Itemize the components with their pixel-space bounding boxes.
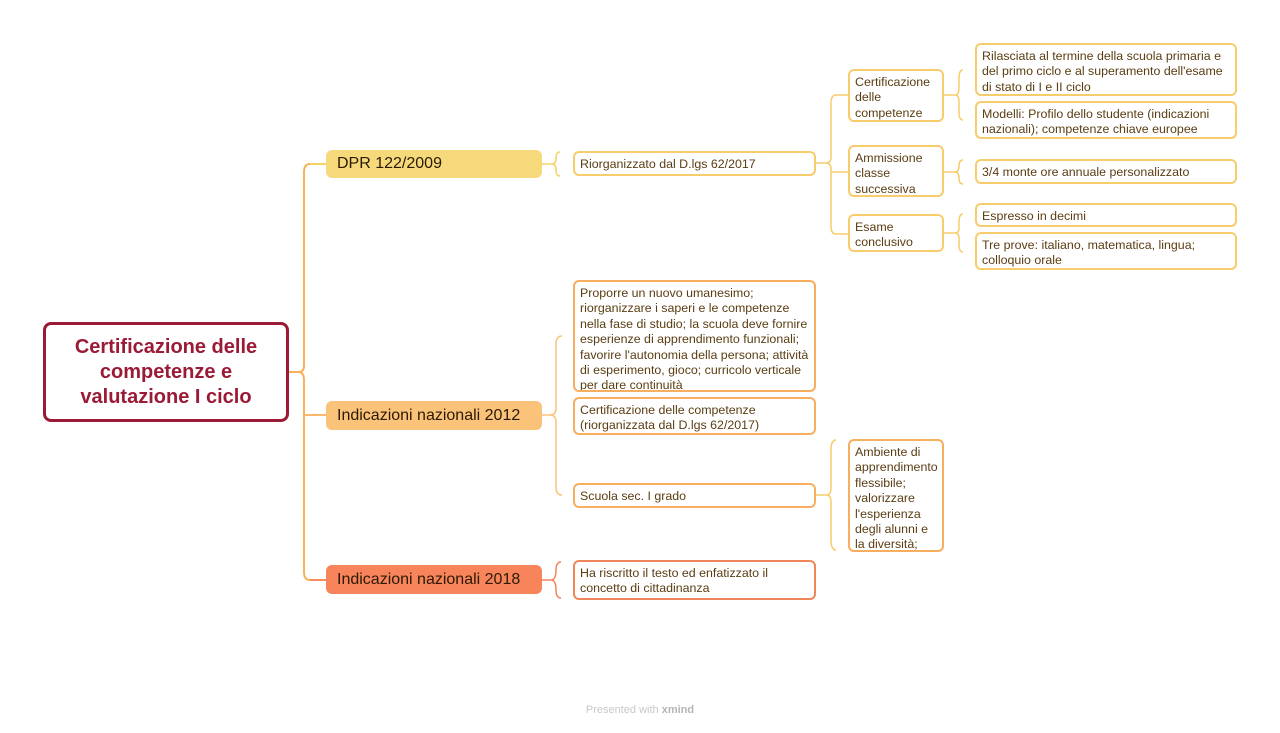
branch-dpr[interactable]: DPR 122/2009 xyxy=(326,150,542,178)
topic-scuola-sec[interactable]: Scuola sec. I grado xyxy=(573,483,816,508)
topic-certificazione-2012[interactable]: Certificazione delle competenze (riorgan… xyxy=(573,397,816,435)
footer-prefix: Presented with xyxy=(585,704,659,716)
topic-ammissione-text: Ammissione classe successiva xyxy=(855,151,923,196)
footer-credit: Presented with xmind xyxy=(0,704,1280,716)
topic-decimi[interactable]: Espresso in decimi xyxy=(975,203,1237,227)
topic-monte-ore-text: 3/4 monte ore annuale personalizzato xyxy=(982,165,1190,179)
branch-indicazioni-2018[interactable]: Indicazioni nazionali 2018 xyxy=(326,565,542,594)
topic-riorganizzato[interactable]: Riorganizzato dal D.lgs 62/2017 xyxy=(573,151,816,176)
topic-umanesimo[interactable]: Proporre un nuovo umanesimo; riorganizza… xyxy=(573,280,816,392)
topic-certificazione-text: Certificazione delle competenze xyxy=(855,75,931,120)
topic-modelli-text: Modelli: Profilo dello studente (indicaz… xyxy=(982,107,1210,137)
topic-ammissione[interactable]: Ammissione classe successiva xyxy=(848,145,944,197)
topic-ambiente[interactable]: Ambiente di apprendimento flessibile; va… xyxy=(848,439,944,552)
topic-tre-prove-text: Tre prove: italiano, matematica, lingua;… xyxy=(982,238,1196,268)
topic-ambiente-text: Ambiente di apprendimento flessibile; va… xyxy=(855,445,938,552)
topic-decimi-text: Espresso in decimi xyxy=(982,209,1086,223)
topic-rilasciata-text: Rilasciata al termine della scuola prima… xyxy=(982,49,1223,94)
topic-cittadinanza[interactable]: Ha riscritto il testo ed enfatizzato il … xyxy=(573,560,816,600)
topic-monte-ore[interactable]: 3/4 monte ore annuale personalizzato xyxy=(975,159,1237,184)
topic-esame-text: Esame conclusivo xyxy=(855,220,913,250)
branch-indicazioni-2018-label: Indicazioni nazionali 2018 xyxy=(337,570,521,588)
topic-umanesimo-text: Proporre un nuovo umanesimo; riorganizza… xyxy=(580,286,809,392)
topic-certificazione-2012-text: Certificazione delle competenze (riorgan… xyxy=(580,403,760,433)
topic-riorganizzato-text: Riorganizzato dal D.lgs 62/2017 xyxy=(580,157,756,171)
topic-esame[interactable]: Esame conclusivo xyxy=(848,214,944,252)
root-bracket xyxy=(297,163,311,581)
topic-tre-prove[interactable]: Tre prove: italiano, matematica, lingua;… xyxy=(975,232,1237,270)
root-topic[interactable]: Certificazione delle competenze e valuta… xyxy=(43,322,289,422)
topic-rilasciata[interactable]: Rilasciata al termine della scuola prima… xyxy=(975,43,1237,96)
xmind-logo: xmind xyxy=(661,704,695,716)
branch-dpr-label: DPR 122/2009 xyxy=(337,155,442,172)
branch-indicazioni-2012[interactable]: Indicazioni nazionali 2012 xyxy=(326,401,542,430)
root-title: Certificazione delle competenze e valuta… xyxy=(74,335,258,408)
topic-modelli[interactable]: Modelli: Profilo dello studente (indicaz… xyxy=(975,101,1237,139)
branch-indicazioni-2012-label: Indicazioni nazionali 2012 xyxy=(337,406,521,424)
topic-cittadinanza-text: Ha riscritto il testo ed enfatizzato il … xyxy=(580,566,769,596)
topic-scuola-sec-text: Scuola sec. I grado xyxy=(580,489,687,503)
topic-certificazione[interactable]: Certificazione delle competenze xyxy=(848,69,944,122)
